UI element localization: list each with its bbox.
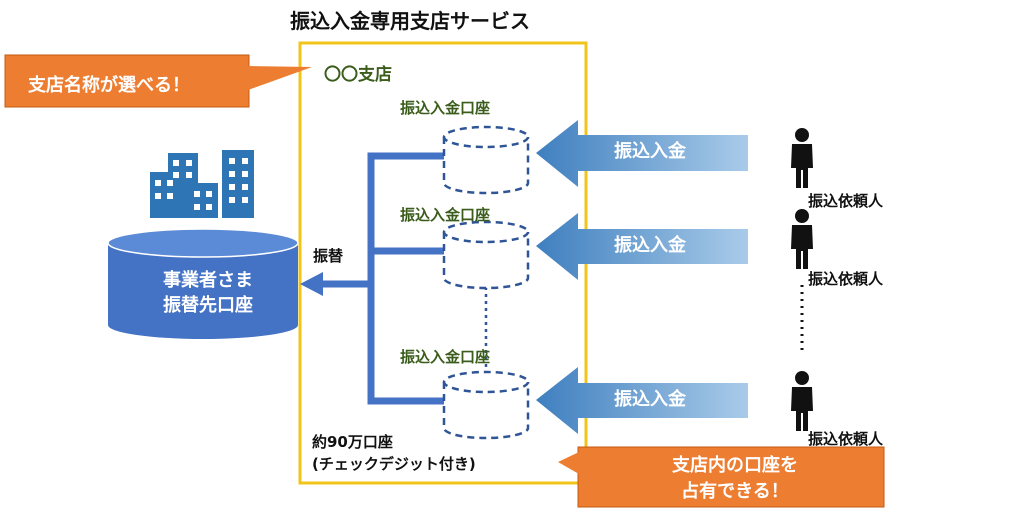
building-icon bbox=[150, 150, 254, 218]
deposit-arrow-icon bbox=[536, 213, 748, 280]
callout-branch-text: 支店名称が選べる！ bbox=[28, 75, 190, 96]
client-label: 振込依頼人 bbox=[808, 430, 884, 448]
account-label: 振込入金口座 bbox=[400, 99, 491, 117]
client-label: 振込依頼人 bbox=[808, 192, 884, 210]
person-icon bbox=[791, 209, 813, 269]
deposit-arrow-icon bbox=[536, 120, 748, 187]
customer-account-label: 事業者さま 振替先口座 bbox=[108, 268, 308, 318]
account-label: 振込入金口座 bbox=[400, 206, 491, 224]
account-database-icon bbox=[442, 370, 530, 440]
branch-name-label: 〇〇支店 bbox=[324, 65, 392, 85]
account-count-label: 約90万口座 (チェックデジット付き) bbox=[312, 431, 476, 475]
account-count-line2: (チェックデジット付き) bbox=[312, 455, 476, 473]
deposit-label: 振込入金 bbox=[614, 141, 686, 162]
callout-occupy-line2: 占有できる！ bbox=[681, 481, 789, 502]
transfer-label: 振替 bbox=[313, 247, 344, 265]
customer-account-line2: 振替先口座 bbox=[163, 295, 253, 316]
customer-database-icon bbox=[107, 228, 299, 339]
deposit-label: 振込入金 bbox=[614, 235, 686, 256]
deposit-label: 振込入金 bbox=[614, 389, 686, 410]
callout-occupy-line1: 支店内の口座を bbox=[672, 455, 798, 476]
transfer-arrow-icon bbox=[300, 272, 323, 296]
transfer-connector bbox=[320, 152, 444, 405]
person-icon bbox=[791, 371, 813, 431]
callout-occupy-text: 支店内の口座を 占有できる！ bbox=[590, 453, 880, 505]
deposit-arrow-icon bbox=[536, 367, 748, 434]
client-label: 振込依頼人 bbox=[808, 270, 884, 288]
callout-occupy bbox=[558, 446, 885, 508]
account-database-icon bbox=[442, 125, 530, 195]
person-icon bbox=[791, 128, 813, 188]
diagram-title: 振込入金専用支店サービス bbox=[290, 9, 530, 33]
account-count-line1: 約90万口座 bbox=[312, 433, 393, 451]
customer-account-line1: 事業者さま bbox=[163, 270, 253, 291]
account-database-icon bbox=[442, 220, 530, 290]
callout-branch-name bbox=[4, 54, 312, 108]
account-label: 振込入金口座 bbox=[400, 348, 491, 366]
